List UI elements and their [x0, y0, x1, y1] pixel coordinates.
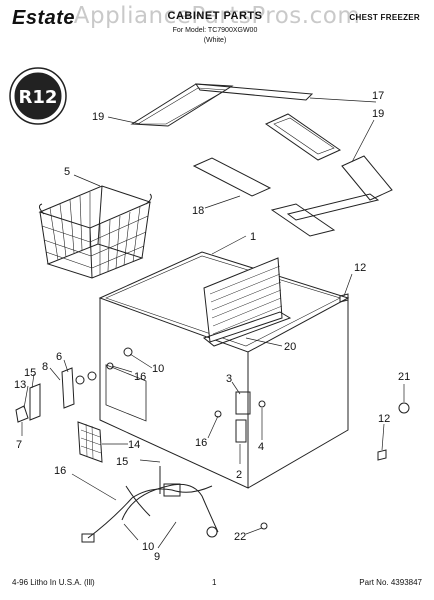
badge-text: R12	[19, 87, 58, 108]
callout-13: 13	[14, 379, 26, 391]
r12-badge: R12	[9, 67, 67, 125]
callout-12-top: 12	[354, 262, 366, 274]
callout-22: 22	[234, 531, 246, 543]
diagram-header: AppliancePartsPros.com Estate CABINET PA…	[0, 0, 434, 50]
leader-lines	[21, 97, 405, 549]
diagram-title: CABINET PARTS	[167, 10, 263, 22]
callout-15-mid: 15	[116, 456, 128, 468]
callout-numbers: 19 17 19 5 18 1 12 20 6 10 8 15 13 16 3 …	[14, 90, 410, 563]
grille	[77, 421, 103, 463]
callout-20: 20	[284, 341, 296, 353]
callout-1: 1	[250, 231, 256, 243]
product-type: CHEST FREEZER	[349, 13, 420, 22]
callout-17: 17	[372, 90, 384, 102]
callout-18: 18	[192, 205, 204, 217]
watermark: AppliancePartsPros.com	[73, 3, 361, 29]
callout-19-left: 19	[92, 111, 104, 123]
footer-page-number: 1	[212, 578, 217, 587]
brand-logo: Estate	[12, 7, 76, 29]
callout-2: 2	[236, 469, 242, 481]
footer-litho: 4-96 Litho In U.S.A. (lll)	[12, 578, 95, 587]
callout-10-bot: 10	[142, 541, 154, 553]
callout-12-right: 12	[378, 413, 390, 425]
callout-21: 21	[398, 371, 410, 383]
callout-6: 6	[56, 351, 62, 363]
callout-3: 3	[226, 373, 232, 385]
callout-7: 7	[16, 439, 22, 451]
color-subtitle: (White)	[203, 37, 227, 44]
callout-16-top: 16	[134, 371, 146, 383]
callout-8: 8	[42, 361, 48, 373]
breaker-strip-frame	[130, 83, 393, 237]
callout-16-bot: 16	[54, 465, 66, 477]
callout-9: 9	[154, 551, 160, 563]
wiring-harness	[81, 466, 219, 543]
callout-16-mid: 16	[195, 437, 207, 449]
callout-14: 14	[128, 439, 140, 451]
callout-15-left: 15	[24, 367, 36, 379]
wire-basket	[38, 185, 152, 279]
model-subtitle: For Model: TC7900XGW00	[172, 27, 258, 34]
footer-part-number: Part No. 4393847	[359, 578, 422, 587]
callout-19-right: 19	[372, 108, 384, 120]
callout-4: 4	[258, 441, 264, 453]
divider	[202, 257, 292, 347]
callout-5: 5	[64, 166, 70, 178]
hinge-parts	[15, 293, 410, 530]
callout-10-top: 10	[152, 363, 164, 375]
